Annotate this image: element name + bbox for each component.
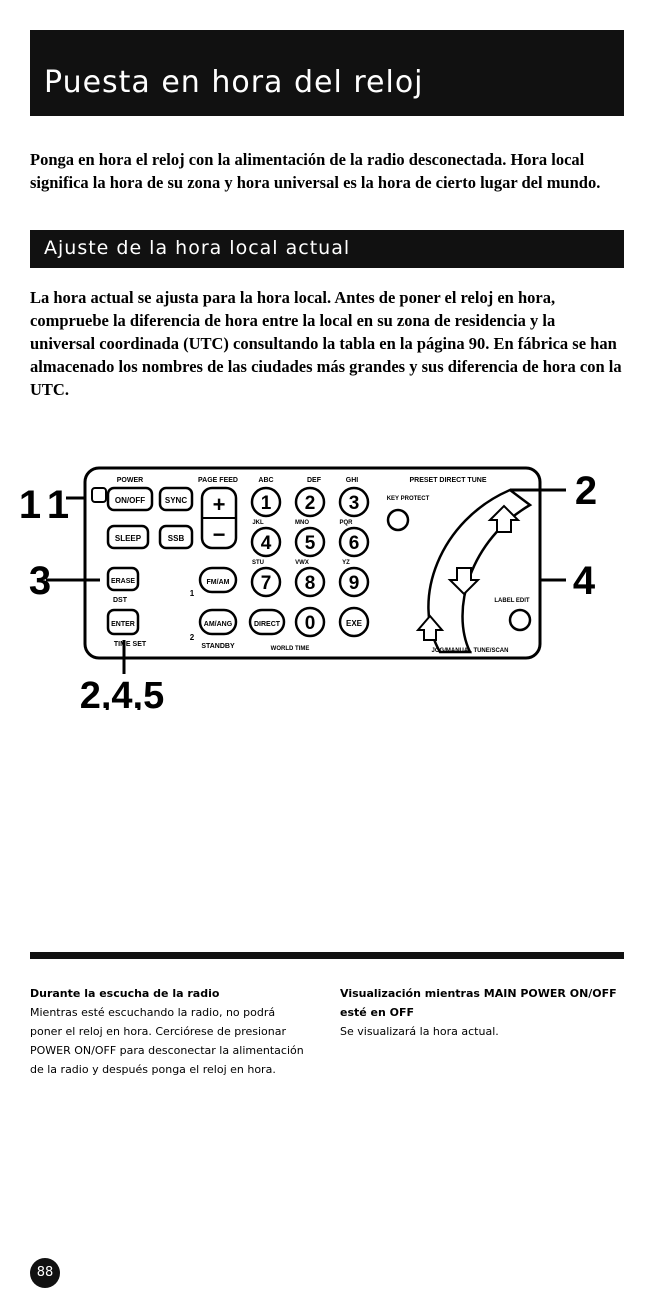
- svg-text:WORLD TIME: WORLD TIME: [271, 646, 310, 652]
- key-5: [294, 526, 326, 558]
- label-edit-button[interactable]: [508, 608, 532, 632]
- fmam-button[interactable]: [198, 566, 238, 594]
- svg-text:YZ: YZ: [342, 560, 350, 566]
- callout-1: 1: [19, 483, 41, 527]
- svg-text:1: 1: [261, 493, 272, 514]
- erase-button[interactable]: [106, 566, 140, 592]
- key-2: [294, 486, 326, 518]
- key-0: [294, 606, 326, 638]
- svg-text:2: 2: [190, 633, 195, 642]
- svg-text:8: 8: [305, 573, 316, 594]
- key-9: [338, 566, 370, 598]
- power-label: POWER: [117, 477, 143, 484]
- abc-label: ABC: [258, 477, 273, 484]
- intro-paragraph: Ponga en hora el reloj con la alimentaci…: [30, 150, 601, 192]
- sync-button[interactable]: [158, 486, 194, 512]
- key-3: [338, 486, 370, 518]
- svg-text:TIME SET: TIME SET: [114, 641, 147, 648]
- remote-panel-diagram: 1 1 2 3 4 2,4,5 POWER PAGE FEED ABC DEF …: [19, 466, 597, 710]
- svg-text:6: 6: [349, 533, 360, 554]
- svg-text:ENTER: ENTER: [111, 621, 135, 628]
- key-8: [294, 566, 326, 598]
- preset-label: PRESET DIRECT TUNE: [409, 477, 486, 484]
- note-listening: Durante la escucha de la radio Mientras …: [30, 984, 310, 1079]
- def-label: DEF: [307, 477, 322, 484]
- svg-text:PQR: PQR: [339, 520, 353, 526]
- svg-text:4: 4: [261, 533, 272, 554]
- onoff-button[interactable]: [106, 486, 154, 512]
- callout-2: 2: [575, 469, 597, 513]
- svg-text:9: 9: [349, 573, 360, 594]
- left-arrow-icon[interactable]: [415, 614, 445, 641]
- key-7: [250, 566, 282, 598]
- note-display: Visualización mientras MAIN POWER ON/OFF…: [340, 984, 630, 1041]
- svg-text:5: 5: [305, 533, 316, 554]
- sleep-button[interactable]: [106, 524, 150, 550]
- up-arrow-icon[interactable]: [487, 504, 521, 533]
- ghi-label: GHI: [346, 477, 359, 484]
- section-bar: Ajuste de la hora local actual: [30, 230, 624, 268]
- title-bar: Puesta en hora del reloj: [30, 30, 624, 116]
- page-number: 88: [30, 1258, 60, 1288]
- page-title: Puesta en hora del reloj: [44, 65, 424, 100]
- svg-text:2: 2: [305, 493, 316, 514]
- page-feed-label: PAGE FEED: [198, 477, 238, 484]
- svg-text:3: 3: [349, 493, 360, 514]
- enter-button[interactable]: [106, 608, 140, 636]
- svg-text:−: −: [213, 522, 226, 547]
- callout-4: 4: [573, 559, 596, 603]
- bottom-rule: [30, 952, 624, 959]
- note-text: Mientras esté escuchando la radio, no po…: [30, 1006, 304, 1076]
- ssb-button[interactable]: [158, 524, 194, 550]
- callout-245: 2,4,5: [80, 675, 165, 710]
- direct-button[interactable]: [248, 608, 286, 636]
- svg-text:SLEEP: SLEEP: [115, 534, 142, 543]
- svg-text:VWX: VWX: [295, 560, 309, 566]
- svg-text:STU: STU: [252, 560, 264, 566]
- note-head: Visualización mientras MAIN POWER ON/OFF…: [340, 987, 617, 1019]
- svg-text:KEY PROTECT: KEY PROTECT: [387, 496, 430, 502]
- amsync-button[interactable]: [198, 608, 238, 636]
- svg-text:+: +: [213, 492, 226, 517]
- panel-outline: [83, 466, 542, 660]
- svg-text:ON/OFF: ON/OFF: [115, 496, 145, 505]
- svg-text:STANDBY: STANDBY: [201, 643, 235, 650]
- svg-text:SSB: SSB: [168, 534, 185, 543]
- svg-text:JOG/MANUAL TUNE/SCAN: JOG/MANUAL TUNE/SCAN: [432, 648, 509, 654]
- svg-text:EXE: EXE: [346, 619, 363, 628]
- note-text: Se visualizará la hora actual.: [340, 1025, 499, 1038]
- svg-text:SYNC: SYNC: [165, 496, 187, 505]
- svg-text:MNO: MNO: [295, 520, 309, 526]
- key-1: [250, 486, 282, 518]
- svg-text:FM/AM: FM/AM: [207, 579, 230, 586]
- digit-keypad: [250, 486, 370, 638]
- callout-3: 3: [29, 559, 51, 603]
- exe-button[interactable]: [338, 606, 370, 638]
- svg-text:DIRECT: DIRECT: [254, 621, 281, 628]
- jog-dial[interactable]: [427, 488, 533, 654]
- key-6: [338, 526, 370, 558]
- svg-text:AM/ANG: AM/ANG: [204, 621, 233, 628]
- svg-text:JKL: JKL: [252, 520, 264, 526]
- note-head: Durante la escucha de la radio: [30, 987, 220, 1000]
- body-paragraph: La hora actual se ajusta para la hora lo…: [30, 288, 622, 399]
- svg-text:ERASE: ERASE: [111, 578, 135, 585]
- svg-text:DST: DST: [113, 597, 128, 604]
- svg-text:7: 7: [261, 573, 272, 594]
- svg-text:1: 1: [190, 589, 195, 598]
- svg-text:LABEL EDIT: LABEL EDIT: [494, 598, 530, 604]
- svg-text:0: 0: [305, 613, 316, 634]
- callout-1b: 1: [47, 483, 69, 527]
- down-arrow-icon[interactable]: [447, 567, 481, 596]
- section-title: Ajuste de la hora local actual: [44, 237, 351, 259]
- key-4: [250, 526, 282, 558]
